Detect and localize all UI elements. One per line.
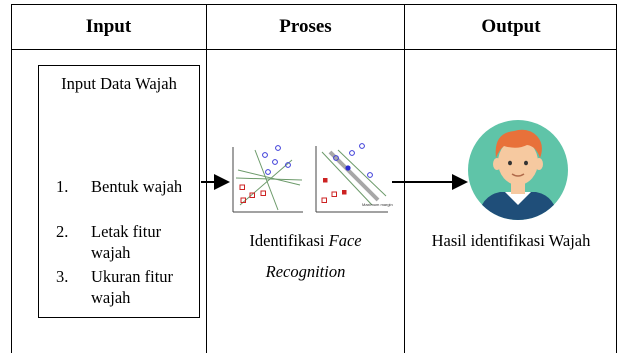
- list-text: Bentuk wajah: [91, 177, 183, 196]
- header-proses: Proses: [279, 15, 332, 37]
- input-box: [38, 65, 200, 318]
- input-title: Input Data Wajah: [61, 74, 177, 93]
- header-divider: [11, 49, 617, 50]
- person-avatar-icon: [468, 120, 568, 220]
- proses-caption-italic-1: Face: [328, 231, 362, 250]
- output-caption: Hasil identifikasi Wajah: [431, 231, 591, 250]
- svm-plot-right-icon: Maximum margin: [315, 143, 393, 213]
- list-number: 2.: [56, 222, 69, 241]
- svm-margin-label: Maximum margin: [362, 202, 393, 207]
- proses-caption-line2: Recognition: [265, 262, 346, 281]
- proses-caption-plain: Identifikasi: [249, 231, 325, 250]
- list-text: Ukuran fitur wajah: [91, 267, 174, 307]
- column-divider-2: [404, 4, 405, 353]
- svm-plot-left-icon: [232, 145, 303, 213]
- table-frame: [11, 4, 617, 353]
- header-output: Output: [481, 15, 541, 37]
- list-text: Letak fitur wajah: [91, 222, 162, 262]
- header-input: Input: [85, 15, 132, 37]
- list-number: 3.: [56, 267, 69, 286]
- list-number: 1.: [56, 177, 69, 196]
- column-divider-1: [206, 4, 207, 353]
- proses-caption-line1: Identifikasi Face: [207, 231, 404, 251]
